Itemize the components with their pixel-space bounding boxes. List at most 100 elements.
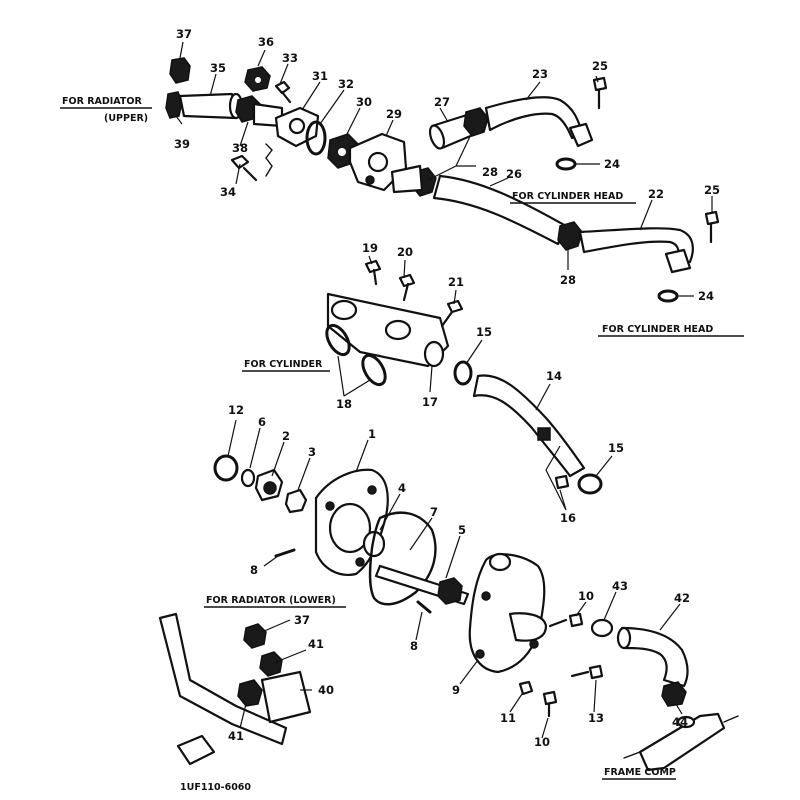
callout-24b: 24: [698, 289, 714, 303]
hose-clamp-41-upper: [259, 651, 283, 677]
callout-17: 17: [422, 395, 438, 409]
callout-30: 30: [356, 95, 372, 109]
callout-18: 18: [336, 397, 352, 411]
flange-cover-31-bore: [288, 117, 306, 135]
callout-5: 5: [458, 523, 466, 537]
frame-comp-lines: [623, 715, 739, 759]
housing-29-screw: [365, 175, 375, 185]
coupling-30-bore: [338, 148, 346, 156]
lower-radiator-pipe: [158, 612, 288, 746]
callout-39: 39: [174, 137, 190, 151]
nut-36-bore: [255, 77, 261, 83]
seal-6: [240, 468, 256, 488]
callout-41a: 41: [308, 637, 324, 651]
o-ring-15-lower: [577, 473, 603, 495]
cylinder-pipe-outlet: [423, 340, 445, 368]
callout-1: 1: [368, 427, 376, 441]
callout-37b: 37: [294, 613, 310, 627]
gasket-7: [368, 511, 437, 606]
pump-cover-hole-b: [475, 649, 485, 659]
clamp-28-upper: [463, 107, 489, 137]
callout-2: 2: [282, 429, 290, 443]
callout-23: 23: [532, 67, 548, 81]
callout-32: 32: [338, 77, 354, 91]
callout-12: 12: [228, 403, 244, 417]
callout-31: 31: [312, 69, 328, 83]
bolt-13: [570, 664, 604, 680]
hose-26: [432, 174, 568, 246]
cylinder-pipe-port-2: [384, 319, 412, 341]
callout-24a: 24: [604, 157, 620, 171]
pin-8b: [416, 600, 432, 614]
cylinder-pipe-port-1: [330, 299, 358, 321]
callout-6: 6: [258, 415, 266, 429]
hose-clamp-44: [661, 681, 687, 707]
washer-11: [518, 680, 534, 696]
callout-20: 20: [397, 245, 413, 259]
bolt-16a: [554, 474, 570, 490]
caption-for-cylinder-head-2: FOR CYLINDER HEAD: [602, 324, 713, 335]
callout-4: 4: [398, 481, 406, 495]
short-pipe: [390, 164, 424, 194]
hose-35: [178, 92, 238, 120]
pump-cover-inlet: [488, 552, 512, 572]
pump-cover-hole-a: [481, 591, 491, 601]
spring-clip: [265, 143, 273, 177]
pump-cover-hole-c: [529, 639, 539, 649]
callout-3: 3: [308, 445, 316, 459]
bolt-19: [364, 259, 382, 286]
callout-10a: 10: [578, 589, 594, 603]
callout-16: 16: [560, 511, 576, 525]
frame-comp-pipe: [638, 712, 726, 772]
caption-underlines: [60, 107, 744, 780]
caption-frame-comp: FRAME COMP: [604, 767, 676, 778]
callout-29: 29: [386, 107, 402, 121]
hose-42: [620, 626, 689, 688]
o-ring-18a: [325, 323, 351, 357]
callouts: 1 2 3 4 5 6 7 8 8 9 10 10 11 12 13 14 15…: [174, 27, 720, 749]
hose-clamp-43: [590, 618, 614, 638]
callout-44: 44: [672, 715, 688, 729]
callout-33: 33: [282, 51, 298, 65]
frame-comp-stub: [676, 715, 696, 729]
callout-38: 38: [232, 141, 248, 155]
hose-22-fitting: [664, 248, 692, 274]
o-ring-18b: [361, 353, 387, 387]
impeller-gear: [437, 577, 463, 605]
callout-34: 34: [220, 185, 236, 199]
callout-43: 43: [612, 579, 628, 593]
callout-41b: 41: [228, 729, 244, 743]
cylinder-pipe-assembly: [325, 259, 603, 495]
callout-27: 27: [434, 95, 450, 109]
caption-for-radiator-lower: FOR RADIATOR (LOWER): [206, 595, 336, 606]
housing-29-port: [367, 151, 389, 173]
hose-23-fitting: [568, 122, 594, 148]
o-ring-24-lower: [657, 289, 679, 303]
callout-15b: 15: [608, 441, 624, 455]
callout-40: 40: [318, 683, 334, 697]
bolt-34: [230, 154, 258, 182]
callout-10b: 10: [534, 735, 550, 749]
pipe-27-end: [428, 124, 446, 150]
leader-lines: [175, 41, 713, 739]
caption-for-cylinder: FOR CYLINDER: [244, 359, 323, 370]
bolt-21: [440, 299, 464, 328]
bolt-10b: [542, 690, 558, 718]
callout-7: 7: [430, 505, 438, 519]
callout-28b: 28: [560, 273, 576, 287]
hose-40: [260, 670, 312, 724]
callout-28a: 28: [482, 165, 498, 179]
callout-9: 9: [452, 683, 460, 697]
callout-8a: 8: [250, 563, 258, 577]
hose-14-bracket: [537, 427, 551, 441]
o-ring-15-upper: [453, 360, 473, 386]
callout-42: 42: [674, 591, 690, 605]
callout-8b: 8: [410, 639, 418, 653]
pump-cover-outlet: [508, 612, 548, 642]
pump-housing-1-hole-b: [367, 485, 377, 495]
pump-cover-9: [468, 553, 546, 674]
bearing-2-race: [263, 481, 277, 495]
pump-housing-1-hole-a: [325, 501, 335, 511]
hose-clamp-39: [165, 91, 183, 119]
pump-housing-1-bore: [328, 502, 372, 554]
